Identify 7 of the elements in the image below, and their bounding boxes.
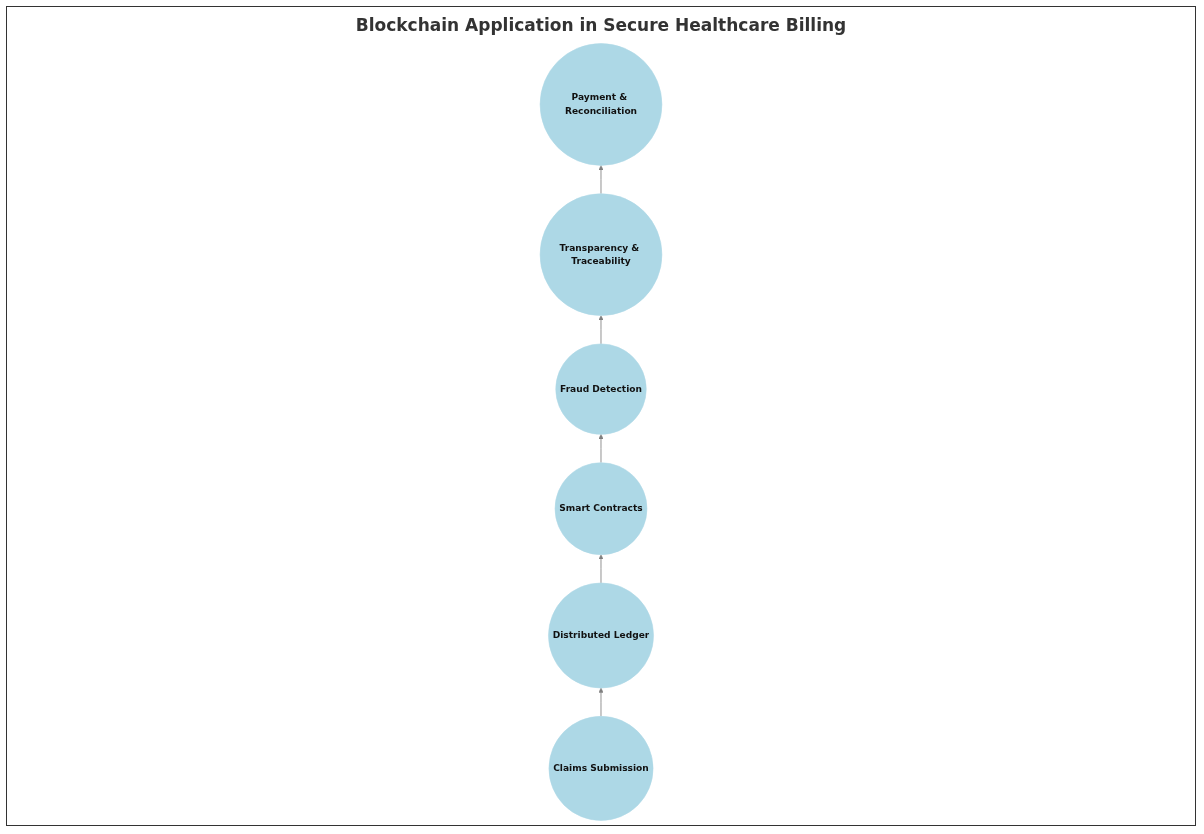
- node-circle: Distributed Ledger: [548, 582, 654, 689]
- node-circle: Claims Submission: [548, 716, 654, 821]
- node-circle: Fraud Detection: [555, 343, 647, 435]
- node-circle: Payment & Reconciliation: [539, 43, 663, 166]
- node-circle: Transparency & Traceability: [539, 193, 663, 316]
- node-circle: Smart Contracts: [554, 462, 648, 555]
- diagram-title: Blockchain Application in Secure Healthcare Billing: [355, 15, 847, 35]
